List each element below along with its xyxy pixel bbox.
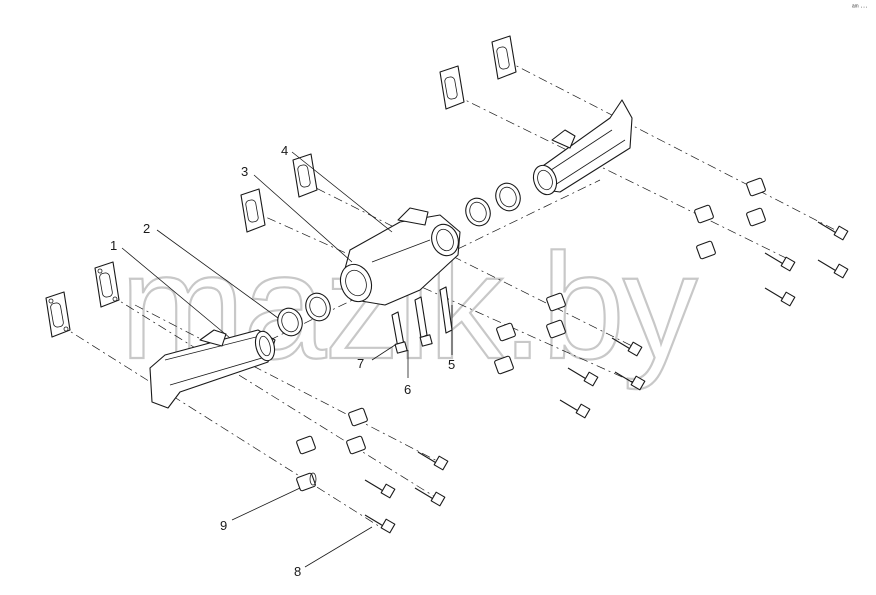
gasket-left-outer (45, 291, 71, 338)
callout-8: 8 (294, 564, 301, 579)
gasket-center-4 (292, 153, 318, 198)
callout-7: 7 (357, 356, 364, 371)
callout-4: 4 (281, 143, 288, 158)
center-bolts (391, 286, 453, 354)
right-manifold-pipe (532, 99, 633, 196)
callout-6: 6 (404, 382, 411, 397)
gasket-left-inner (94, 261, 120, 308)
callout-9: 9 (220, 518, 227, 533)
left-manifold-pipe (149, 329, 276, 409)
callout-labels: 1 2 3 4 5 6 7 8 9 (110, 143, 455, 579)
gasket-right-inner (439, 65, 465, 110)
callout-5: 5 (448, 357, 455, 372)
mounting-bolts (364, 221, 849, 534)
callout-2: 2 (143, 221, 150, 236)
center-manifold (339, 207, 461, 306)
seal-rings-right (465, 182, 521, 227)
callout-1: 1 (110, 238, 117, 253)
gasket-center-3 (240, 188, 266, 233)
callout-leaders (121, 151, 453, 568)
spacer-sleeves (296, 177, 766, 492)
corner-mark: ᵃᵐ ··· (852, 4, 868, 11)
callout-3: 3 (241, 164, 248, 179)
seal-rings-left (277, 292, 331, 337)
gasket-right-outer (491, 35, 517, 80)
